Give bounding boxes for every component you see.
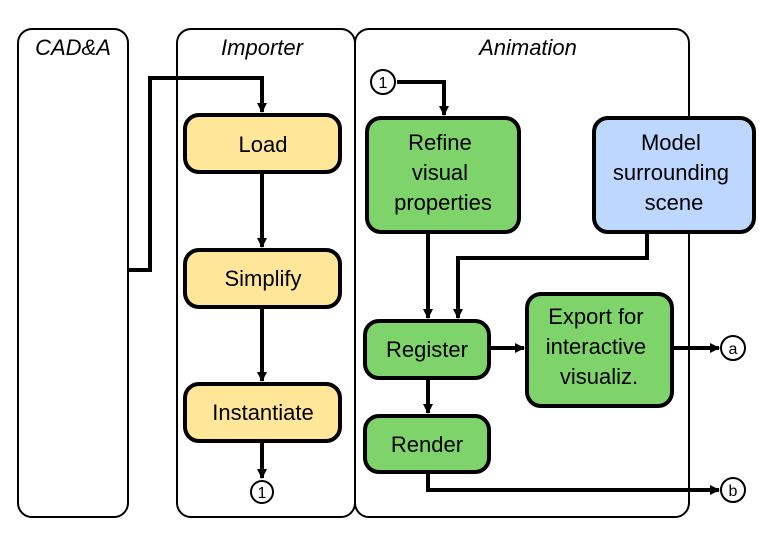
node-instantiate-label: Instantiate [212, 400, 314, 425]
edge-model-to-register [453, 232, 649, 319]
node-refine-visual-properties [365, 116, 521, 234]
lane-cad [17, 28, 129, 518]
node-register-label: Register [386, 337, 468, 362]
node-load-label: Load [239, 132, 288, 157]
connector-a [720, 335, 746, 361]
node-render-label: Render [391, 432, 463, 457]
connector-1-bottom [250, 480, 274, 504]
node-render [363, 414, 491, 474]
node-model-label: Model surrounding scene [613, 130, 735, 215]
node-model-surrounding-scene [592, 116, 756, 234]
connector-b-label: b [729, 483, 738, 500]
node-simplify [183, 248, 342, 309]
node-refine-label: Refine visual properties [394, 130, 492, 215]
connector-a-label: a [729, 341, 738, 358]
edge-render-to-b [426, 472, 720, 495]
lane-title-cad: CAD&A [35, 35, 111, 60]
node-load [183, 113, 342, 174]
connector-1-bottom-label: 1 [258, 485, 267, 502]
edge-cad-to-load [128, 76, 267, 272]
lane-title-animation: Animation [477, 35, 577, 60]
connector-1-top [370, 69, 396, 95]
node-simplify-label: Simplify [224, 266, 301, 291]
lane-title-importer: Importer [221, 35, 305, 60]
connector-1-top-label: 1 [379, 75, 388, 92]
edge-connector-1-to-refine [397, 80, 449, 116]
node-instantiate [183, 382, 342, 443]
node-export-label: Export for interactive visualiz. [546, 304, 652, 389]
node-export-interactive [525, 292, 674, 408]
connector-b [720, 477, 746, 503]
node-register [363, 319, 491, 380]
